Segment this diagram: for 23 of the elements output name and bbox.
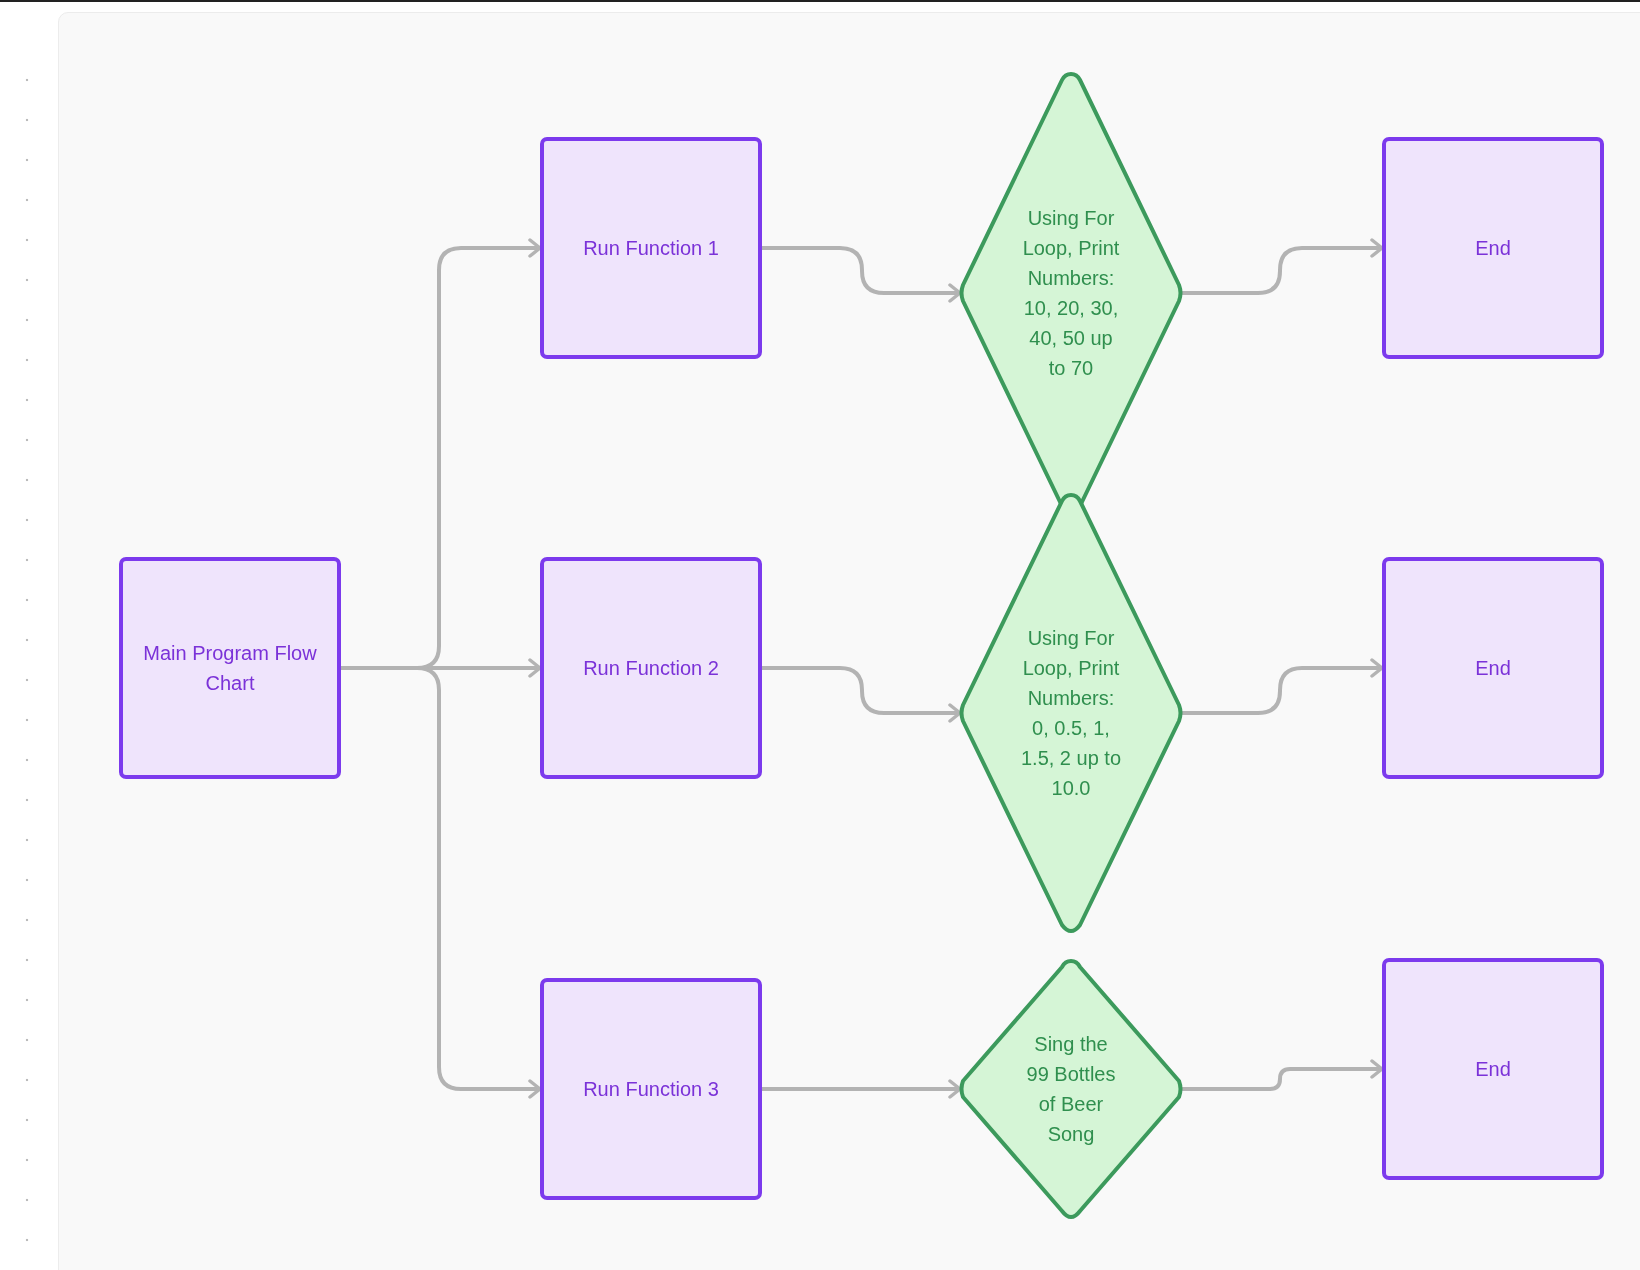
arrow xyxy=(762,1079,962,1099)
diamond-label: Using For Loop, Print Numbers: 10, 20, 30, 40, 50 up to 70 xyxy=(1021,206,1121,381)
box-label: Run Function 3 xyxy=(583,1077,719,1102)
process-box xyxy=(1382,137,1604,359)
process-box xyxy=(540,557,762,779)
diamond-label: Sing the 99 Bottles of Beer Song xyxy=(1025,1032,1117,1147)
box-label: Main Program Flow Chart xyxy=(142,641,318,696)
process-box xyxy=(119,557,341,779)
box-label: End xyxy=(1475,1057,1511,1082)
process-box xyxy=(540,137,762,359)
arrow xyxy=(1182,658,1384,715)
box-label: Run Function 1 xyxy=(583,236,719,261)
process-box xyxy=(1382,958,1604,1180)
diamond-label: Using For Loop, Print Numbers: 0, 0.5, 1, 1.5, 2 up to 10.0 xyxy=(1019,626,1123,801)
arrow xyxy=(762,246,962,303)
box-label: End xyxy=(1475,236,1511,261)
process-box xyxy=(1382,557,1604,779)
box-label: End xyxy=(1475,656,1511,681)
arrow xyxy=(762,666,962,723)
box-label: Run Function 2 xyxy=(583,656,719,681)
process-box xyxy=(540,978,762,1200)
arrow xyxy=(1182,1059,1384,1091)
arrow xyxy=(1182,238,1384,295)
